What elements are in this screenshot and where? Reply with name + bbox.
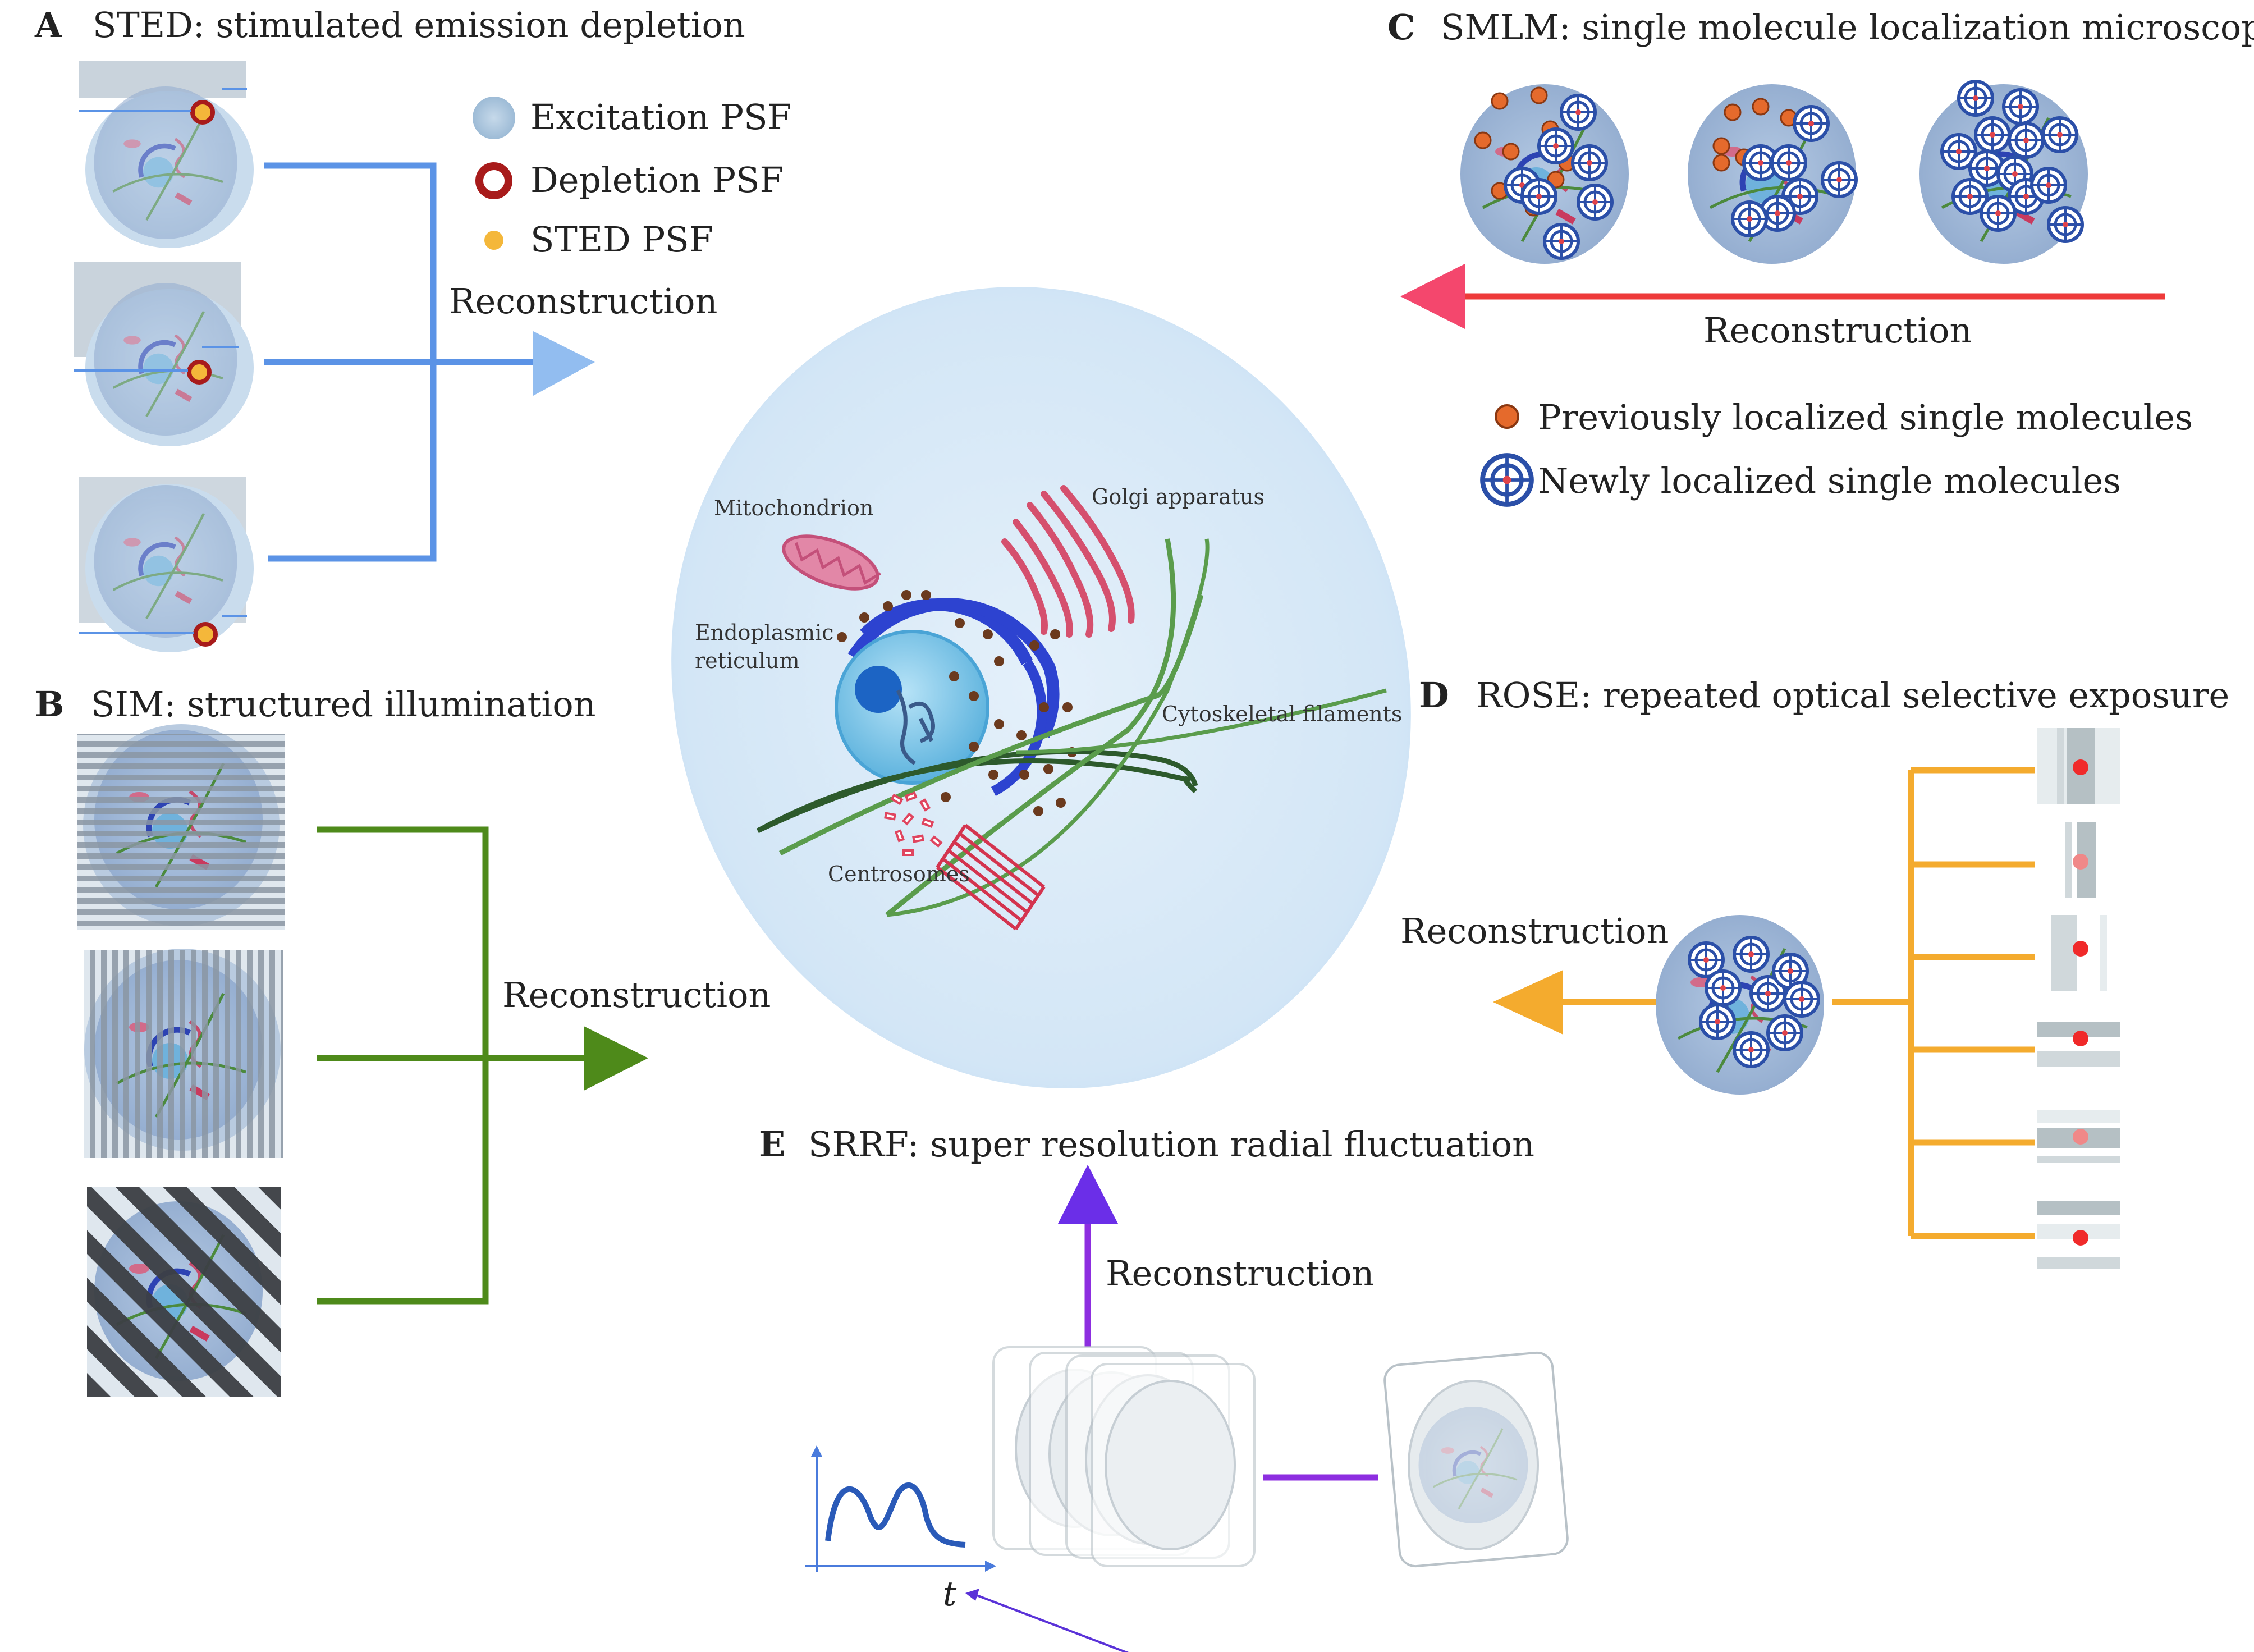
centrosome-bundle <box>936 823 1046 931</box>
legend-excitation: Excitation PSF <box>530 97 792 138</box>
label-golgi: Golgi apparatus <box>1092 484 1265 509</box>
new-molecule-icon <box>1483 456 1532 505</box>
time-trace-plot: t <box>805 1445 1129 1652</box>
label-cytoskeleton: Cytoskeletal ﬁlaments <box>1162 702 1402 726</box>
panel-c-title: SMLM: single molecule localization micro… <box>1441 7 2254 48</box>
sim-image-vertical <box>84 949 283 1158</box>
srrf-result-frame <box>1383 1351 1569 1568</box>
panel-a-letter: A <box>34 4 62 45</box>
label-centrosomes: Centrosomes <box>828 862 970 886</box>
panel-d-title: ROSE: repeated optical selective exposur… <box>1476 675 2229 716</box>
smlm-cell-2 <box>1688 84 1856 264</box>
panel-c-letter: C <box>1387 7 1415 48</box>
panel-a-title: STED: stimulated emission depletion <box>93 4 745 45</box>
ribosomes <box>837 590 1077 816</box>
smlm-cell-3 <box>1919 81 2088 264</box>
rose-pattern-5 <box>2037 1099 2120 1172</box>
sted-connector <box>264 162 539 562</box>
smlm-reconstruction-arrow <box>1400 264 1465 329</box>
sted-cell-1 <box>79 61 254 248</box>
panel-d-letter: D <box>1419 675 1449 716</box>
rose-pattern-2 <box>2037 822 2120 898</box>
sted-psf-icon <box>484 231 503 250</box>
legend-depletion: Depletion PSF <box>530 159 784 200</box>
legend-sted: STED PSF <box>530 219 713 260</box>
rose-reconstruction-label: Reconstruction <box>1400 910 1669 951</box>
sim-image-horizontal <box>77 724 285 930</box>
srrf-frame-stack <box>992 1346 1256 1567</box>
depletion-psf-icon <box>475 162 512 199</box>
sted-cell-3 <box>79 477 254 652</box>
rose-pattern-3 <box>2037 915 2120 991</box>
sted-reconstruction-arrow <box>533 331 595 396</box>
mitochondrion <box>782 534 881 591</box>
nucleus <box>835 630 989 785</box>
rose-cell <box>1656 915 1824 1095</box>
srrf-reconstruction-arrow <box>1058 1165 1118 1224</box>
smlm-reconstruction-label: Reconstruction <box>1703 310 1972 351</box>
sim-connector <box>317 826 595 1305</box>
label-mitochondrion: Mitochondrion <box>714 496 873 520</box>
smlm-cell-1 <box>1460 84 1629 264</box>
golgi-apparatus <box>1001 485 1135 638</box>
legend-newly: Newly localized single molecules <box>1538 460 2121 501</box>
rose-connector <box>1560 767 2035 1239</box>
label-er-line1: Endoplasmic <box>695 620 834 645</box>
rose-reconstruction-arrow <box>1493 970 1563 1035</box>
panel-b-letter: B <box>35 684 64 725</box>
rose-pattern-6 <box>2037 1190 2120 1269</box>
rose-pattern-4 <box>2037 1004 2120 1088</box>
sim-reconstruction-label: Reconstruction <box>502 974 771 1015</box>
sim-reconstruction-arrow <box>584 1026 648 1091</box>
legend-previous: Previously localized single molecules <box>1538 397 2193 438</box>
depletion-psf-icon <box>187 360 212 385</box>
sted-cell-2 <box>74 262 254 446</box>
depletion-psf-icon <box>193 622 218 647</box>
panel-e-letter: E <box>759 1124 785 1165</box>
intensity-trace <box>825 1482 966 1548</box>
smlm-legend: Previously localized single molecules Ne… <box>1483 397 2193 505</box>
label-er-line2: reticulum <box>695 648 800 673</box>
rose-pattern-1 <box>2037 728 2120 804</box>
depletion-psf-icon <box>190 100 215 125</box>
sted-legend: Excitation PSF Depletion PSF STED PSF <box>473 97 792 260</box>
centrosome-cluster <box>884 791 943 856</box>
sim-image-diagonal <box>87 1187 281 1397</box>
time-pointer <box>973 1593 1129 1652</box>
panel-e-title: SRRF: super resolution radial ﬂuctuation <box>808 1124 1534 1165</box>
time-axis-label: t <box>943 1575 957 1614</box>
panel-b-title: SIM: structured illumination <box>91 684 596 725</box>
previous-molecule-icon <box>1495 404 1519 429</box>
endoplasmic-reticulum <box>847 598 1060 796</box>
sted-reconstruction-label: Reconstruction <box>449 281 717 322</box>
srrf-reconstruction-label: Reconstruction <box>1106 1253 1374 1294</box>
central-cell: Mitochondrion Golgi apparatus Endoplasmi… <box>671 287 1411 1088</box>
excitation-psf-icon <box>473 97 515 139</box>
